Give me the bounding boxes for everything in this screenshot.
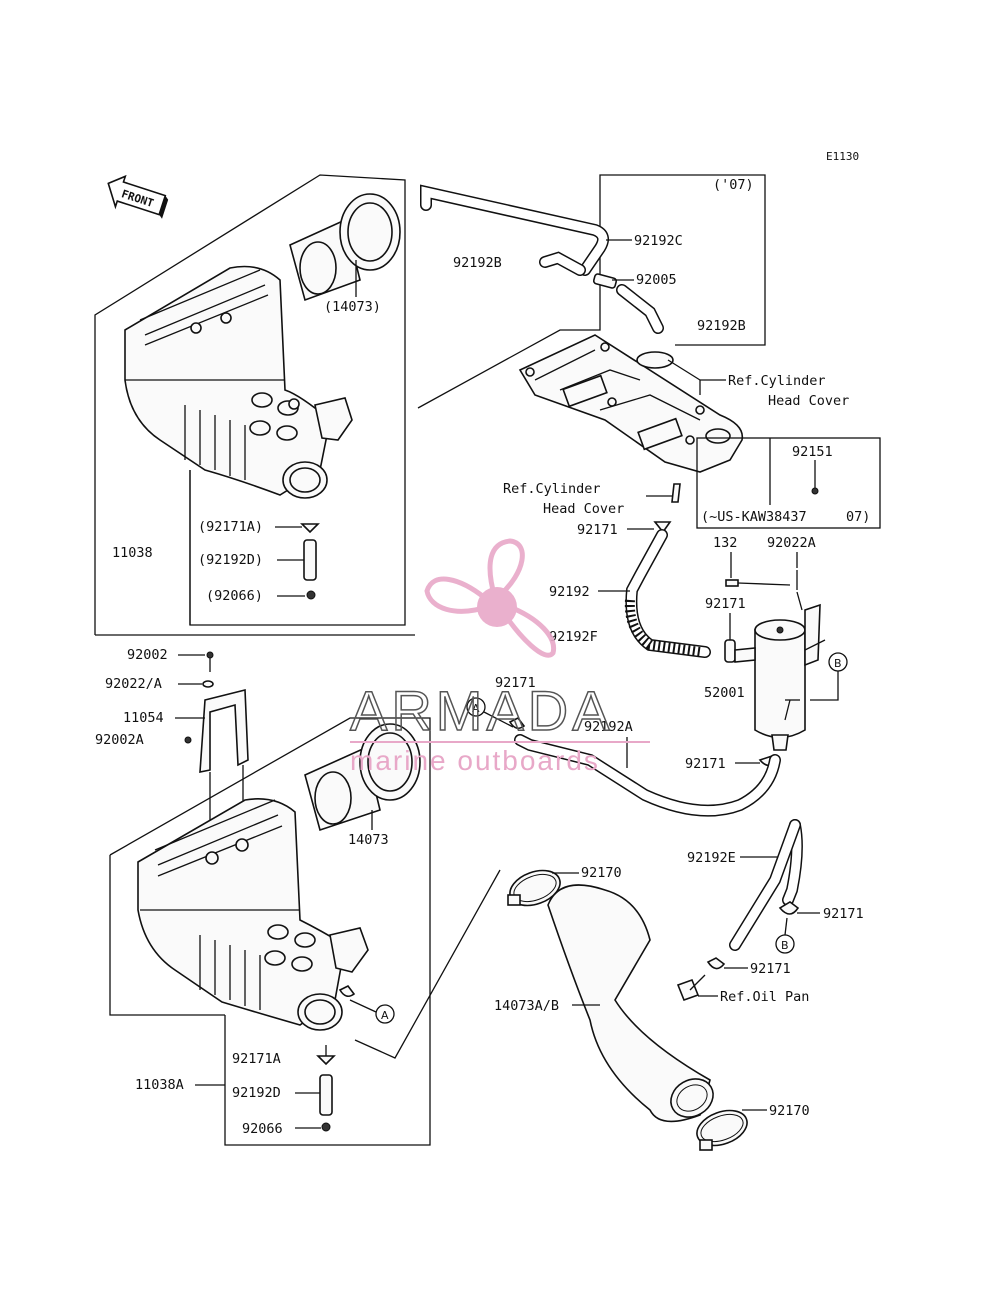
label-92151: 92151 xyxy=(792,444,833,460)
clamp-92171-e xyxy=(778,901,800,915)
label-92171-c: 92171 xyxy=(495,675,536,691)
clamp-92171-a xyxy=(653,521,672,534)
label-92066-paren: (92066) xyxy=(206,588,263,604)
svg-text:B: B xyxy=(834,657,842,670)
label-92171A-paren: (92171A) xyxy=(198,519,263,535)
note-box-92151 xyxy=(696,437,881,529)
label-11038A: 11038A xyxy=(135,1077,184,1093)
label-14073: 14073 xyxy=(348,832,389,848)
label-head-cover-2: Head Cover xyxy=(543,501,624,517)
bolt-132 xyxy=(725,579,791,587)
label-14073-paren: (14073) xyxy=(324,299,381,315)
breather-hose-92192C xyxy=(420,184,610,276)
label-92171-d: 92171 xyxy=(685,756,726,772)
label-92022-A: 92022/A xyxy=(105,676,162,692)
label-92192B-right: 92192B xyxy=(697,318,746,334)
label-92170-a: 92170 xyxy=(581,865,622,881)
clamp-92171-f xyxy=(706,957,726,970)
label-132: 132 xyxy=(713,535,737,551)
airbox-lower xyxy=(137,798,369,1031)
label-92066: 92066 xyxy=(242,1121,283,1137)
cylinder-head-cover xyxy=(518,334,744,503)
svg-text:A: A xyxy=(472,702,480,715)
watermark-brand: ARMADA xyxy=(350,679,614,742)
label-92002: 92002 xyxy=(127,647,168,663)
label-ref-cylinder-1: Ref.Cylinder xyxy=(728,373,826,389)
label-92171-b: 92171 xyxy=(705,596,746,612)
oil-pan-fitting xyxy=(676,974,706,1002)
washer-92022A xyxy=(796,570,803,611)
hose-14073A-B xyxy=(547,884,714,1123)
intake-duct-upper xyxy=(289,193,401,302)
hose-92192E xyxy=(729,819,803,951)
group-11038-frame xyxy=(94,174,415,636)
year-note: ('07) xyxy=(713,177,754,193)
label-92171-f: 92171 xyxy=(750,961,791,977)
label-us-kaw-year: 07) xyxy=(846,509,870,525)
label-92192F: 92192F xyxy=(549,629,598,645)
marker-A-upper: A xyxy=(466,697,526,730)
label-ref-cylinder-2: Ref.Cylinder xyxy=(503,481,601,497)
label-92002A: 92002A xyxy=(95,732,144,748)
hose-92192B-left xyxy=(539,251,586,276)
label-92192D-paren: (92192D) xyxy=(198,552,263,568)
diagram-code: E1130 xyxy=(826,150,859,163)
label-11038: 11038 xyxy=(112,545,153,561)
label-head-cover-1: Head Cover xyxy=(768,393,849,409)
svg-text:B: B xyxy=(781,939,789,952)
label-92192D: 92192D xyxy=(232,1085,281,1101)
hose-92192-corrugated xyxy=(624,529,711,658)
hose-92192A xyxy=(514,734,781,817)
label-92192C: 92192C xyxy=(634,233,683,249)
front-arrow-icon: FRONT xyxy=(107,174,169,219)
airbox-upper xyxy=(124,265,353,499)
marker-B-lower: B xyxy=(775,917,795,954)
svg-text:A: A xyxy=(381,1009,389,1022)
fitting-92005 xyxy=(592,273,618,289)
label-52001: 52001 xyxy=(704,685,745,701)
label-11054: 11054 xyxy=(123,710,164,726)
group-11038A-frame xyxy=(109,717,431,1146)
hose-92192B-right xyxy=(616,284,664,334)
label-92171-a: 92171 xyxy=(577,522,618,538)
marker-A-lower: A xyxy=(338,984,395,1024)
label-92192B-left: 92192B xyxy=(453,255,502,271)
label-92171A: 92171A xyxy=(232,1051,281,1067)
kit-parts-lower xyxy=(295,1045,336,1132)
watermark-logo-icon xyxy=(424,538,557,658)
marker-B-upper: B xyxy=(810,652,848,701)
label-92192A: 92192A xyxy=(584,719,633,735)
group-07-frame xyxy=(417,174,766,409)
label-92192: 92192 xyxy=(549,584,590,600)
clamp-92170-b xyxy=(696,1109,748,1151)
label-ref-oil-pan: Ref.Oil Pan xyxy=(720,989,809,1005)
label-92022A: 92022A xyxy=(767,535,816,551)
clamp-92170-a xyxy=(507,869,561,907)
label-92192E: 92192E xyxy=(687,850,736,866)
clamp-92171-b xyxy=(724,639,736,663)
watermark-tagline: marine outboards xyxy=(350,745,600,776)
label-92005: 92005 xyxy=(636,272,677,288)
label-us-kaw-note: (~US-KAW38437 xyxy=(701,509,807,525)
label-14073A-B: 14073A/B xyxy=(494,998,559,1014)
canister-52001 xyxy=(734,603,826,751)
bracket-11054 xyxy=(184,651,249,830)
kit-parts-upper xyxy=(275,523,320,600)
label-92170-b: 92170 xyxy=(769,1103,810,1119)
label-92171-e: 92171 xyxy=(823,906,864,922)
